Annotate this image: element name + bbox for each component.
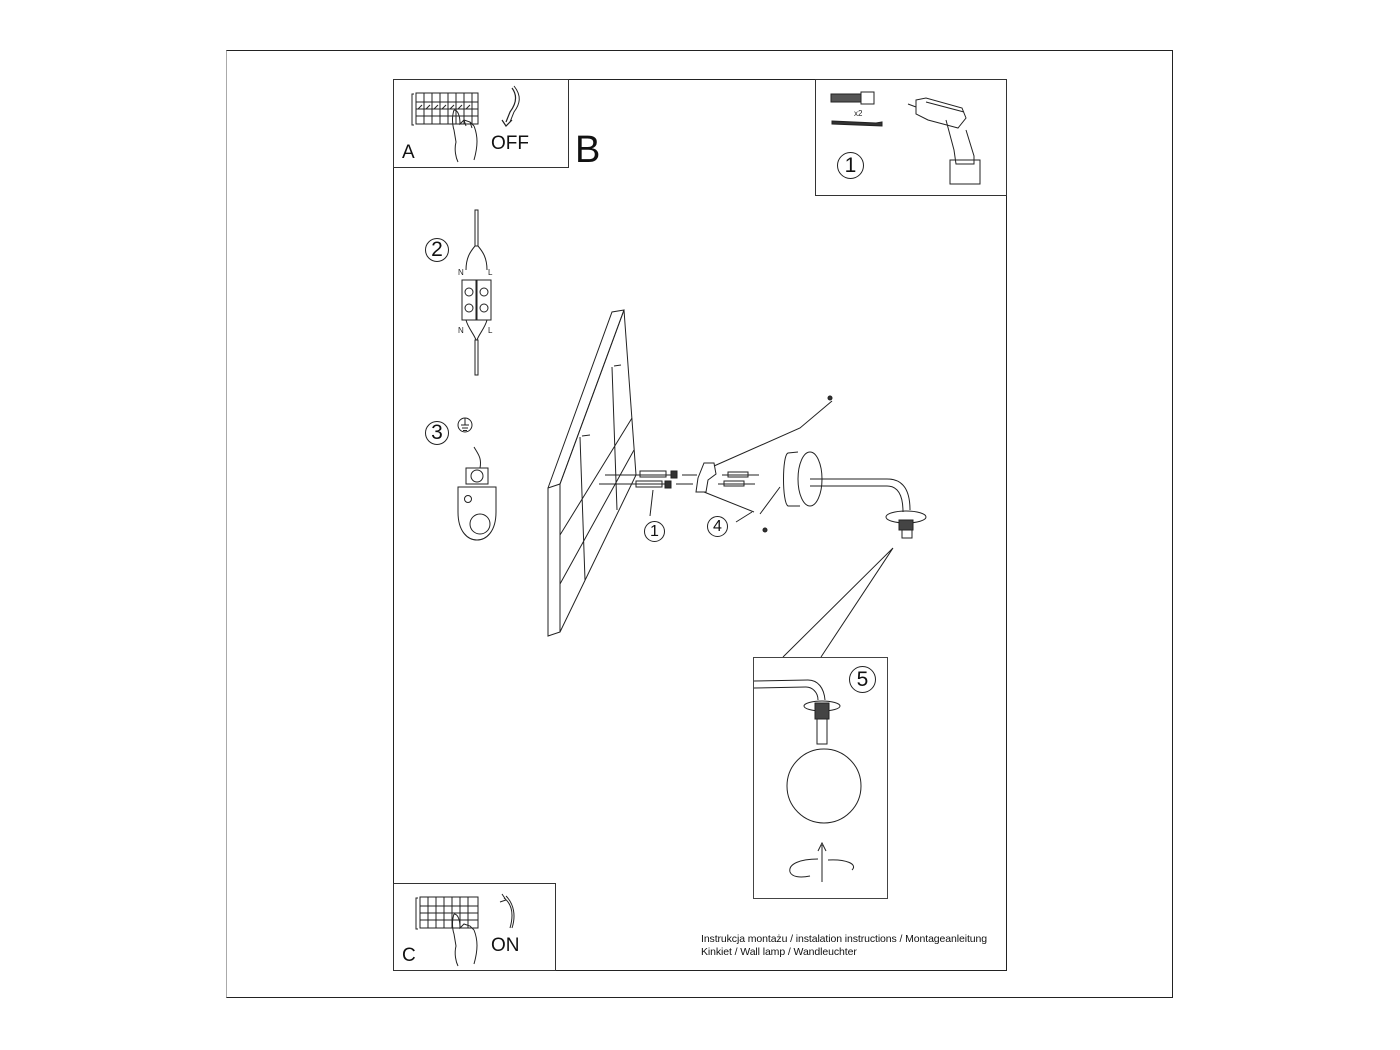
step-5-number: 5	[849, 666, 876, 693]
breaker-panel-hand-icon	[415, 893, 515, 967]
panel-c-on-label: ON	[491, 935, 520, 956]
quantity-label: x2	[854, 109, 863, 118]
footer-subtitle: Kinkiet / Wall lamp / Wandleuchter	[701, 946, 857, 958]
panel-a-switch-off: A OFF	[393, 79, 569, 168]
step-1-number: 1	[837, 152, 864, 179]
step-3-number: 3	[425, 421, 449, 445]
terminal-label-n-bottom: N	[458, 326, 464, 335]
panel-b-letter: B	[575, 129, 601, 171]
panel-c-switch-on: C ON	[393, 883, 556, 971]
panel-c-letter: C	[402, 945, 416, 966]
panel-step5-bulb: 5	[753, 657, 888, 899]
step-2-number: 2	[425, 238, 449, 262]
outer-page-frame	[226, 50, 1173, 998]
instruction-sheet-frame	[393, 79, 1007, 971]
terminal-label-l-bottom: L	[488, 326, 493, 335]
footer-title: Instrukcja montażu / instalation instruc…	[701, 933, 988, 945]
panel-step1-tools: x2 1	[815, 79, 1007, 196]
breaker-panel-hand-icon	[411, 85, 520, 163]
panel-a-letter: A	[402, 142, 415, 163]
step-1-callout-number: 1	[644, 521, 665, 542]
panel-a-off-label: OFF	[491, 133, 529, 154]
step-4-number: 4	[707, 516, 728, 537]
terminal-label-l-top: L	[488, 268, 493, 277]
wall-plug-screw-drill-icon: x2	[830, 91, 981, 185]
terminal-label-n-top: N	[458, 268, 464, 277]
